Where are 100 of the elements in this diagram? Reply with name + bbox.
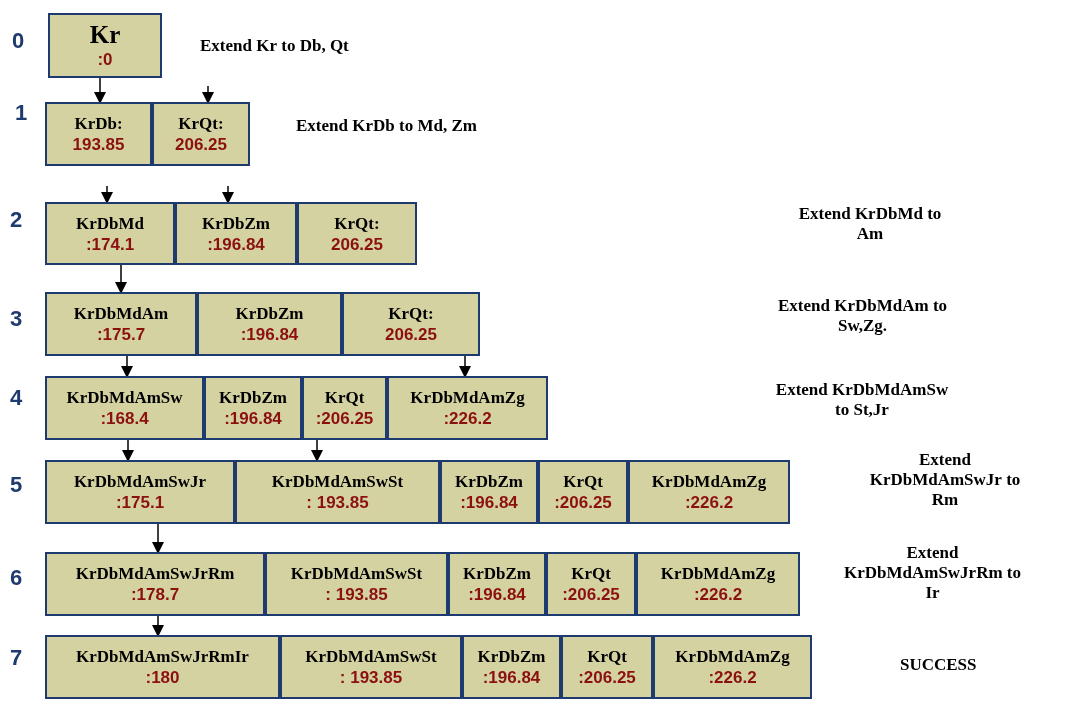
path-name: KrQt <box>587 646 627 667</box>
path-cost: :226.2 <box>708 667 757 688</box>
path-name: KrDbMdAmSwJrRm <box>75 563 235 584</box>
path-cost: :206.25 <box>562 584 620 605</box>
path-name: Kr <box>89 21 121 49</box>
step-note: Extend Kr to Db, Qt <box>200 36 349 56</box>
arrow <box>459 355 471 378</box>
path-name: KrDbMdAmSwJr <box>73 471 207 492</box>
queue-cell <box>538 460 628 524</box>
path-name: KrDbMdAmSwJrRmIr <box>76 646 249 667</box>
queue-cell <box>546 552 636 616</box>
path-cost: :180 <box>145 667 180 688</box>
path-name: KrQt: <box>178 113 224 134</box>
step-note: Extend KrDbMdAm to Sw,Zg. <box>776 296 949 336</box>
path-name: KrDbMdAmZg <box>651 471 767 492</box>
path-name: KrQt <box>563 471 603 492</box>
path-name: KrDbZm <box>219 387 287 408</box>
path-name: KrDbMdAmSwSt <box>290 563 423 584</box>
row-number: 5 <box>10 472 23 498</box>
path-cost: :226.2 <box>693 584 743 605</box>
queue-cell <box>448 552 546 616</box>
path-cost: :196.84 <box>240 324 299 345</box>
queue-cell <box>628 460 790 524</box>
queue-cell <box>45 292 197 356</box>
path-name: KrDbZm <box>463 563 531 584</box>
path-cost: 206.25 <box>385 324 437 345</box>
queue-cell <box>45 460 235 524</box>
queue-cell <box>48 13 162 78</box>
path-cost: :206.25 <box>315 408 374 429</box>
path-cost: :178.7 <box>130 584 180 605</box>
step-note: SUCCESS <box>900 655 977 675</box>
arrow <box>311 439 323 462</box>
path-name: KrQt <box>571 563 611 584</box>
arrow <box>122 439 134 462</box>
path-name: KrQt <box>324 387 365 408</box>
path-cost: :174.1 <box>85 233 135 255</box>
queue-cell <box>175 202 297 265</box>
queue-cell <box>152 102 250 166</box>
path-name: KrDbMdAmZg <box>660 563 776 584</box>
path-cost: :196.84 <box>224 408 282 429</box>
path-cost: : 193.85 <box>306 492 369 513</box>
queue-cell <box>45 102 152 166</box>
row-number: 0 <box>12 28 25 54</box>
path-cost: : 193.85 <box>325 584 388 605</box>
arrow <box>152 615 164 637</box>
queue-cell <box>653 635 812 699</box>
queue-cell <box>297 202 417 265</box>
step-note: Extend KrDbMdAmSw to St,Jr <box>774 380 950 420</box>
step-note: Extend KrDbMdAmSwJrRm to Ir <box>842 543 1023 603</box>
path-name: KrDb: <box>74 113 123 134</box>
path-name: KrDbMdAmZg <box>410 387 525 408</box>
path-cost: :175.7 <box>96 324 146 345</box>
arrow <box>101 185 113 204</box>
row-number: 6 <box>10 565 23 591</box>
queue-cell <box>561 635 653 699</box>
path-name: KrDbMdAmSwSt <box>305 646 437 667</box>
path-cost: 206.25 <box>175 134 227 155</box>
step-note: Extend KrDb to Md, Zm <box>296 116 477 136</box>
path-cost: :175.1 <box>115 492 165 513</box>
step-note: Extend KrDbMd to Am <box>797 204 943 244</box>
queue-cell <box>45 552 265 616</box>
path-name: KrDbMdAmSw <box>66 387 183 408</box>
queue-cell <box>235 460 440 524</box>
queue-cell <box>636 552 800 616</box>
queue-cell <box>280 635 462 699</box>
path-cost: :196.84 <box>460 492 518 513</box>
queue-cell <box>197 292 342 356</box>
queue-cell <box>204 376 302 440</box>
path-cost: : 193.85 <box>339 667 403 688</box>
path-name: KrDbZm <box>455 471 523 492</box>
row-number: 3 <box>10 306 23 332</box>
queue-cell <box>45 376 204 440</box>
path-name: KrDbMdAm <box>73 303 169 324</box>
queue-cell <box>265 552 448 616</box>
queue-cell <box>302 376 387 440</box>
path-cost: :226.2 <box>443 408 492 429</box>
arrow <box>121 355 133 378</box>
step-note: Extend KrDbMdAmSwJr to Rm <box>868 450 1022 510</box>
path-name: KrQt: <box>388 303 434 324</box>
path-cost: 206.25 <box>331 233 383 255</box>
arrow <box>115 264 127 294</box>
path-cost: :206.25 <box>578 667 636 688</box>
path-cost: :226.2 <box>684 492 734 513</box>
row-number: 2 <box>10 207 23 233</box>
queue-cell <box>342 292 480 356</box>
arrow <box>152 523 164 554</box>
queue-cell <box>462 635 561 699</box>
queue-cell <box>440 460 538 524</box>
path-name: KrQt: <box>334 212 380 234</box>
path-name: KrDbZm <box>202 212 270 234</box>
row-number: 1 <box>15 100 28 126</box>
queue-cell <box>387 376 548 440</box>
path-cost: :196.84 <box>482 667 541 688</box>
arrow <box>222 185 234 204</box>
path-cost: :0 <box>97 49 113 70</box>
path-name: KrDbZm <box>477 646 546 667</box>
path-name: KrDbMdAmSwSt <box>271 471 404 492</box>
row-number: 4 <box>10 385 23 411</box>
arrow <box>202 85 214 104</box>
path-cost: :196.84 <box>207 233 265 255</box>
